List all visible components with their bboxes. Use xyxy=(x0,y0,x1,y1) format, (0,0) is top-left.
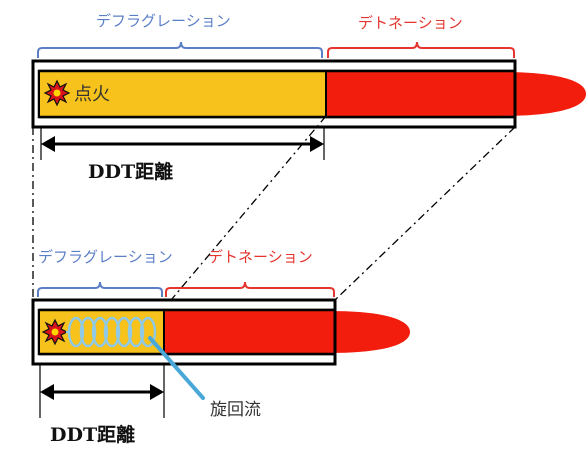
swirl-pointer-line xyxy=(148,336,205,400)
bottom-ddt-arrowhead-left xyxy=(40,384,54,400)
top-ddt-arrowhead-right xyxy=(310,136,324,152)
bottom-deflagration-label: デフラグレーション xyxy=(38,248,173,266)
top-deflagration-zone xyxy=(40,72,326,116)
top-ignition-label: 点火 xyxy=(74,84,110,105)
projection-line-right xyxy=(334,126,516,301)
bottom-ignition-icon xyxy=(41,318,69,346)
bottom-ddt-arrowhead-right xyxy=(150,384,164,400)
bottom-deflagration-bracket xyxy=(37,281,163,297)
bottom-detonation-label: デトネーション xyxy=(208,248,313,266)
top-ddt-label: DDT距離 xyxy=(88,160,173,183)
top-deflagration-bracket xyxy=(37,41,323,58)
top-deflagration-label: デフラグレーション xyxy=(96,12,231,30)
swirl-flow-label: 旋回流 xyxy=(210,400,261,420)
top-ddt-arrowhead-left xyxy=(41,136,55,152)
bottom-tube xyxy=(31,298,410,366)
bottom-detonation-bracket xyxy=(165,281,335,297)
top-detonation-bracket xyxy=(327,41,515,58)
swirl-flow-coil xyxy=(66,316,157,348)
top-detonation-label: デトネーション xyxy=(358,14,463,32)
top-detonation-plume xyxy=(326,72,586,116)
top-tube xyxy=(31,59,586,129)
projection-line-middle xyxy=(165,115,327,307)
top-ignition-icon xyxy=(43,79,71,107)
bottom-detonation-plume xyxy=(164,311,410,353)
bottom-ddt-label: DDT距離 xyxy=(50,423,135,446)
